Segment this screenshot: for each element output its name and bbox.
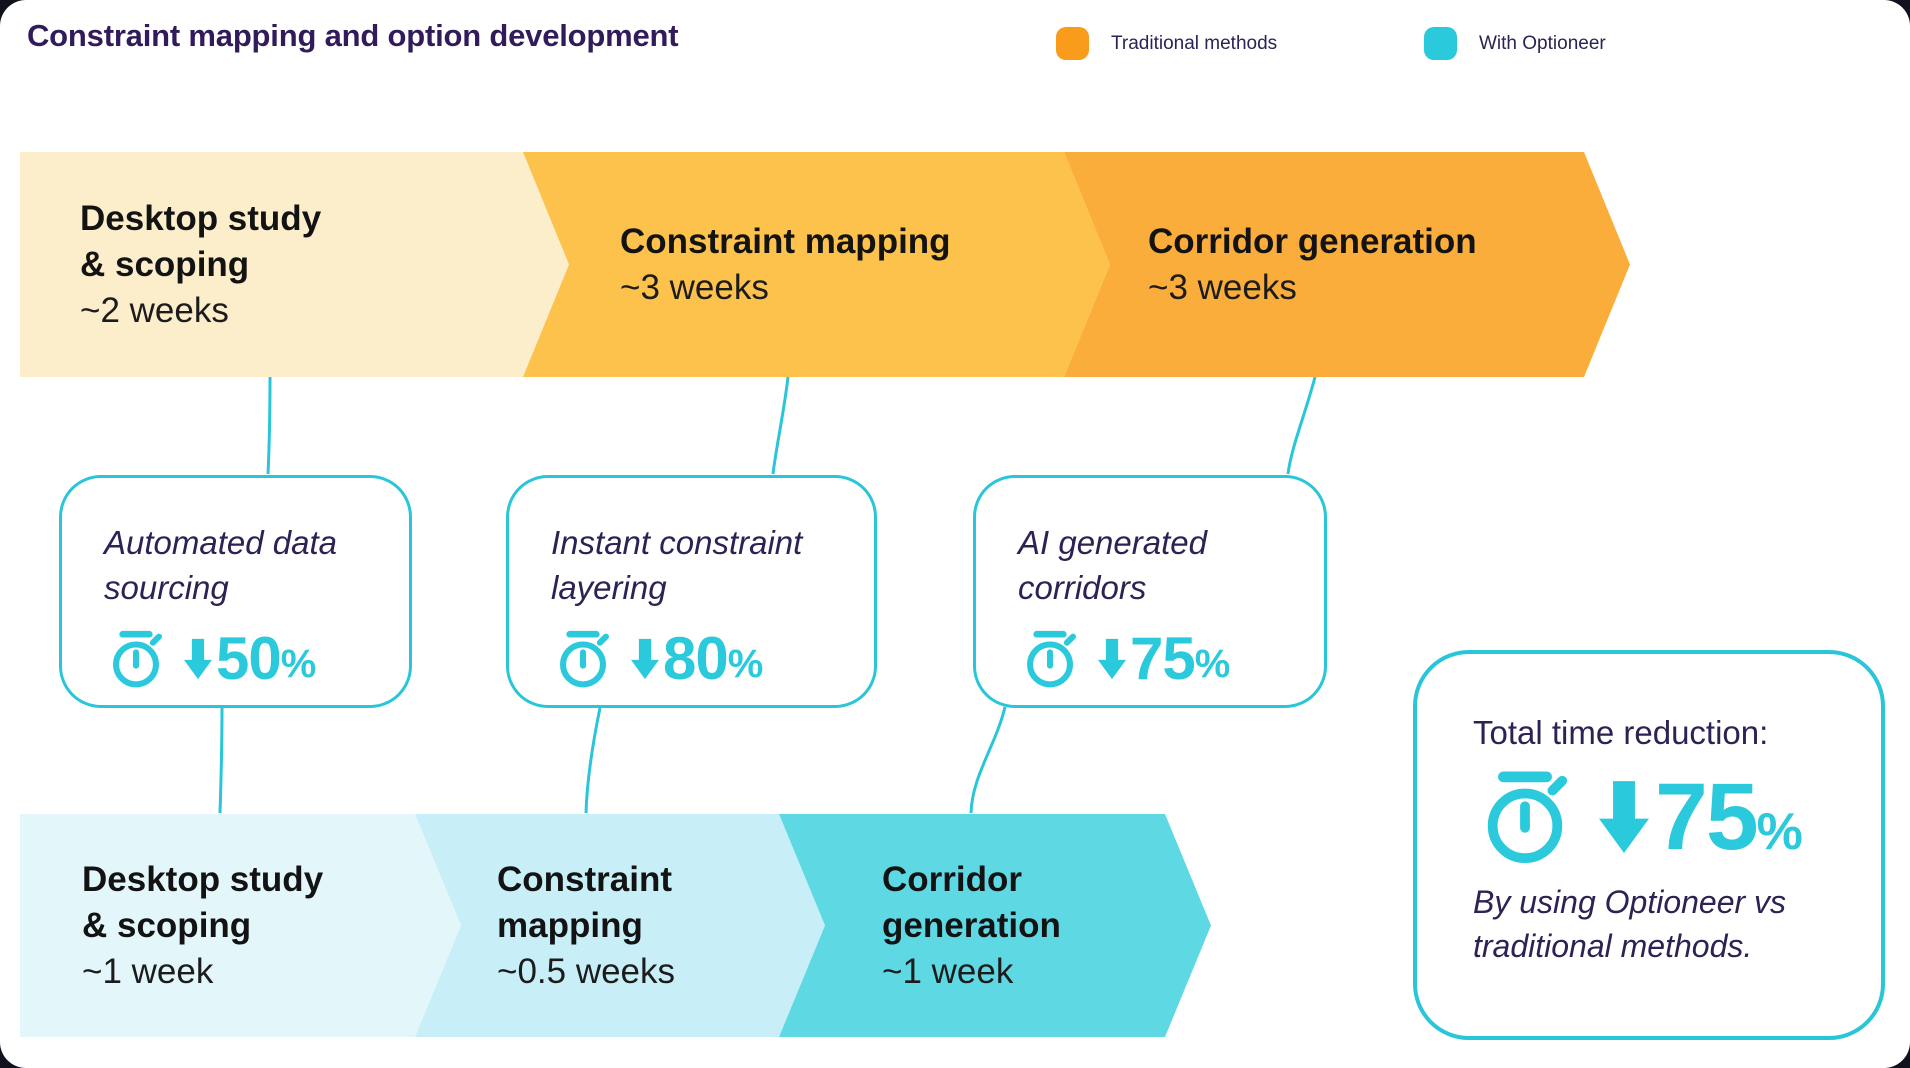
legend-swatch-optioneer [1424, 27, 1457, 60]
reduction-value: 50 [216, 625, 282, 692]
step-duration: ~1 week [882, 951, 1014, 991]
traditional-row: Desktop study & scoping ~2 weeks Constra… [20, 152, 1630, 377]
callout-text: AI generated corridors [1018, 524, 1207, 606]
reduction-value: 75 [1130, 625, 1196, 692]
total-time-reduction-box: Total time reduction: 75 % By using Opti… [1413, 650, 1885, 1040]
stopwatch-icon [1027, 630, 1076, 688]
stopwatch-icon [113, 630, 162, 688]
legend-item-optioneer: With Optioneer [1424, 27, 1606, 60]
step-name: Desktop study & scoping [82, 859, 324, 945]
step-optioneer-constraint-mapping: Constraint mapping ~0.5 weeks [415, 814, 825, 1037]
percent-sign: % [1194, 642, 1231, 686]
page-title: Constraint mapping and option developmen… [27, 18, 679, 53]
callout-instant-constraint-layering: Instant constraint layering 80 % [506, 475, 877, 708]
step-name: Desktop study & scoping [80, 198, 322, 284]
callout-text: Instant constraint layering [551, 524, 803, 606]
connector-top-1 [266, 376, 272, 475]
arrow-down-icon [1098, 638, 1126, 680]
arrow-down-icon [1599, 781, 1649, 853]
step-name: Corridor generation [1148, 221, 1477, 261]
total-metric: 75 % [1473, 764, 1881, 870]
stopwatch-icon [560, 630, 609, 688]
time-reduction-metric: 75 % [1018, 625, 1324, 692]
arrow-down-icon [184, 638, 212, 680]
time-reduction-metric: 50 % [104, 625, 409, 692]
step-traditional-corridor-generation: Corridor generation ~3 weeks [1064, 152, 1630, 377]
step-optioneer-desktop-study: Desktop study & scoping ~1 week [20, 814, 461, 1037]
connector-bottom-3 [969, 706, 1007, 814]
step-duration: ~3 weeks [620, 267, 769, 307]
step-name: Corridor generation [882, 859, 1061, 945]
step-duration: ~3 weeks [1148, 267, 1297, 307]
legend-label-optioneer: With Optioneer [1479, 32, 1606, 54]
percent-sign: % [1756, 803, 1803, 861]
reduction-value: 80 [663, 625, 729, 692]
connector-bottom-1 [218, 707, 224, 814]
step-name: Constraint mapping [620, 221, 951, 261]
percent-sign: % [280, 642, 317, 686]
step-optioneer-corridor-generation: Corridor generation ~1 week [779, 814, 1211, 1037]
callout-text: Automated data sourcing [104, 524, 337, 606]
total-note: By using Optioneer vs traditional method… [1473, 884, 1787, 964]
stopwatch-icon [1487, 771, 1568, 864]
step-traditional-desktop-study: Desktop study & scoping ~2 weeks [20, 152, 569, 377]
percent-sign: % [727, 642, 764, 686]
step-traditional-constraint-mapping: Constraint mapping ~3 weeks [523, 152, 1110, 377]
connector-top-2 [771, 376, 790, 475]
step-duration: ~0.5 weeks [497, 951, 676, 991]
total-reduction-value: 75 [1655, 764, 1759, 870]
step-duration: ~2 weeks [80, 290, 229, 330]
step-duration: ~1 week [82, 951, 214, 991]
callout-ai-generated-corridors: AI generated corridors 75 % [973, 475, 1327, 708]
total-heading: Total time reduction: [1473, 714, 1769, 751]
connector-top-3 [1286, 376, 1317, 475]
step-name: Constraint mapping [497, 859, 672, 945]
arrow-down-icon [631, 638, 659, 680]
legend-label-traditional: Traditional methods [1111, 32, 1278, 54]
connector-bottom-2 [584, 707, 602, 814]
time-reduction-metric: 80 % [551, 625, 874, 692]
callout-automated-data-sourcing: Automated data sourcing 50 % [59, 475, 412, 708]
optioneer-row: Desktop study & scoping ~1 week Constrai… [20, 814, 1211, 1037]
legend-swatch-traditional [1056, 27, 1089, 60]
legend-item-traditional: Traditional methods [1056, 27, 1277, 60]
